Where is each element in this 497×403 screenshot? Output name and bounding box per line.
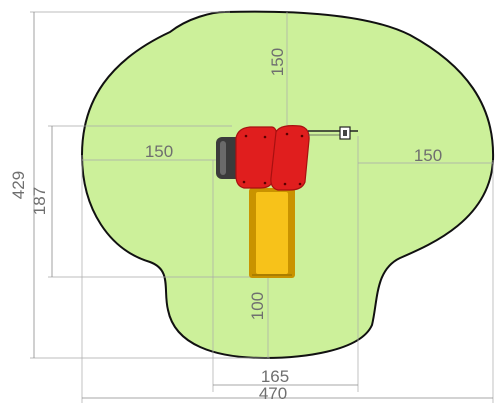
rail-and-post <box>308 126 358 140</box>
dim-top-clearance: 150 <box>268 48 287 76</box>
roof-bolt <box>263 181 267 185</box>
extension-lines <box>30 11 494 403</box>
roof-bolt <box>300 134 304 138</box>
roof-bolt <box>263 135 267 139</box>
dim-equipment-height: 187 <box>30 187 49 215</box>
roof-bolt <box>298 182 302 186</box>
roof-bolt <box>244 134 248 138</box>
dim-right-clearance: 150 <box>414 146 442 165</box>
red-roof <box>235 125 310 191</box>
dim-equipment-width: 165 <box>261 367 289 386</box>
roof-bolt <box>242 180 246 184</box>
slide-bed <box>256 192 288 274</box>
dim-left-clearance: 150 <box>145 142 173 161</box>
slide <box>249 188 295 278</box>
roof-bolt <box>283 182 287 186</box>
dimension-lines <box>33 12 493 399</box>
dim-bottom-clearance: 100 <box>248 292 267 320</box>
dim-overall-height: 429 <box>9 171 28 199</box>
roof-bolt <box>285 132 289 136</box>
dim-overall-width: 470 <box>259 384 287 403</box>
post-inner <box>343 130 347 136</box>
drum-highlight <box>220 141 226 175</box>
roof-right-half <box>270 125 310 191</box>
